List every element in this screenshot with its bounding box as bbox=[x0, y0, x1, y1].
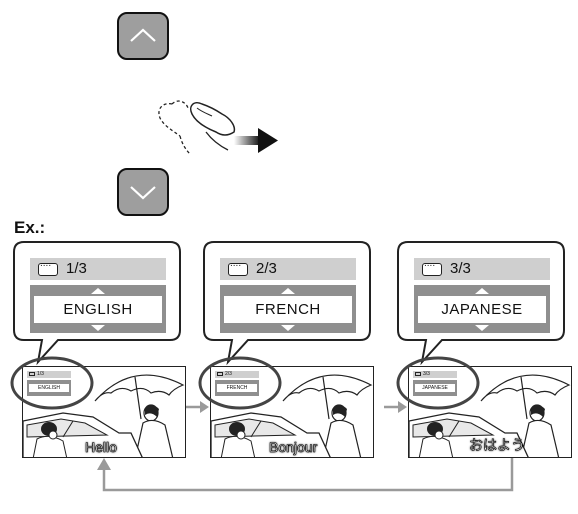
mini-subtitle-display: 1/3 ENGLISH bbox=[27, 371, 71, 399]
scene-illustration bbox=[211, 374, 373, 457]
up-button[interactable] bbox=[117, 12, 169, 60]
mini-language: FRENCH bbox=[217, 384, 257, 392]
mini-selector: JAPANESE bbox=[413, 380, 457, 396]
language-selector: ENGLISH bbox=[30, 285, 166, 333]
subtitle-header: 3/3 bbox=[414, 258, 550, 280]
mini-count: 1/3 bbox=[27, 371, 71, 378]
example-label: Ex.: bbox=[14, 218, 46, 237]
language-selector: FRENCH bbox=[220, 285, 356, 333]
highlight-circle bbox=[396, 356, 480, 410]
arrow-up-icon bbox=[91, 288, 105, 294]
subtitle-text: おはよう bbox=[469, 437, 526, 454]
language-label: JAPANESE bbox=[418, 296, 546, 323]
arrow-down-icon bbox=[91, 325, 105, 331]
mini-language: ENGLISH bbox=[29, 384, 69, 392]
mini-selector: FRENCH bbox=[215, 380, 259, 396]
arrow-right-icon bbox=[186, 401, 209, 413]
arrow-up-icon bbox=[475, 288, 489, 294]
arrow-up-icon bbox=[281, 288, 295, 294]
arrow-right-icon bbox=[384, 401, 407, 413]
chevron-up-icon bbox=[130, 28, 156, 42]
movie-scene: 1/3 ENGLISH Hello bbox=[22, 366, 186, 458]
highlight-circle bbox=[198, 356, 282, 410]
subtitle-header: 1/3 bbox=[30, 258, 166, 280]
highlight-circle bbox=[10, 356, 94, 410]
arrow-down-icon bbox=[281, 325, 295, 331]
language-label: FRENCH bbox=[224, 296, 352, 323]
caption-icon bbox=[228, 258, 248, 276]
mini-subtitle-display: 3/3 JAPANESE bbox=[413, 371, 457, 399]
caption-icon bbox=[422, 258, 442, 276]
movie-scene: 2/3 FRENCH Bonjour bbox=[210, 366, 374, 458]
mini-selector: ENGLISH bbox=[27, 380, 71, 396]
language-label: ENGLISH bbox=[34, 296, 162, 323]
movie-scene: 3/3 JAPANESE おはよう bbox=[408, 366, 572, 458]
mini-language: JAPANESE bbox=[415, 384, 455, 392]
subtitle-text: Bonjour bbox=[269, 439, 318, 456]
mini-count: 2/3 bbox=[215, 371, 259, 378]
subtitle-callout: 1/3 ENGLISH bbox=[12, 240, 182, 366]
subtitle-text: Hello bbox=[85, 439, 118, 456]
scene-illustration bbox=[409, 374, 571, 457]
caption-icon bbox=[38, 258, 58, 276]
subtitle-header: 2/3 bbox=[220, 258, 356, 280]
highlight-circles bbox=[10, 356, 480, 410]
subtitle-callout: 3/3 JAPANESE bbox=[396, 240, 566, 366]
language-selector: JAPANESE bbox=[414, 285, 550, 333]
subtitle-count: 3/3 bbox=[450, 260, 471, 277]
scene-illustration bbox=[23, 374, 185, 457]
down-button[interactable] bbox=[117, 168, 169, 216]
subtitle-count: 1/3 bbox=[66, 260, 87, 277]
arrow-down-icon bbox=[475, 325, 489, 331]
mini-subtitle-display: 2/3 FRENCH bbox=[215, 371, 259, 399]
mini-count: 3/3 bbox=[413, 371, 457, 378]
loop-back-arrow-icon bbox=[97, 458, 514, 492]
chevron-down-icon bbox=[130, 186, 156, 200]
subtitle-count: 2/3 bbox=[256, 260, 277, 277]
finger-swipe-icon bbox=[158, 100, 278, 155]
subtitle-callout: 2/3 FRENCH bbox=[202, 240, 372, 366]
